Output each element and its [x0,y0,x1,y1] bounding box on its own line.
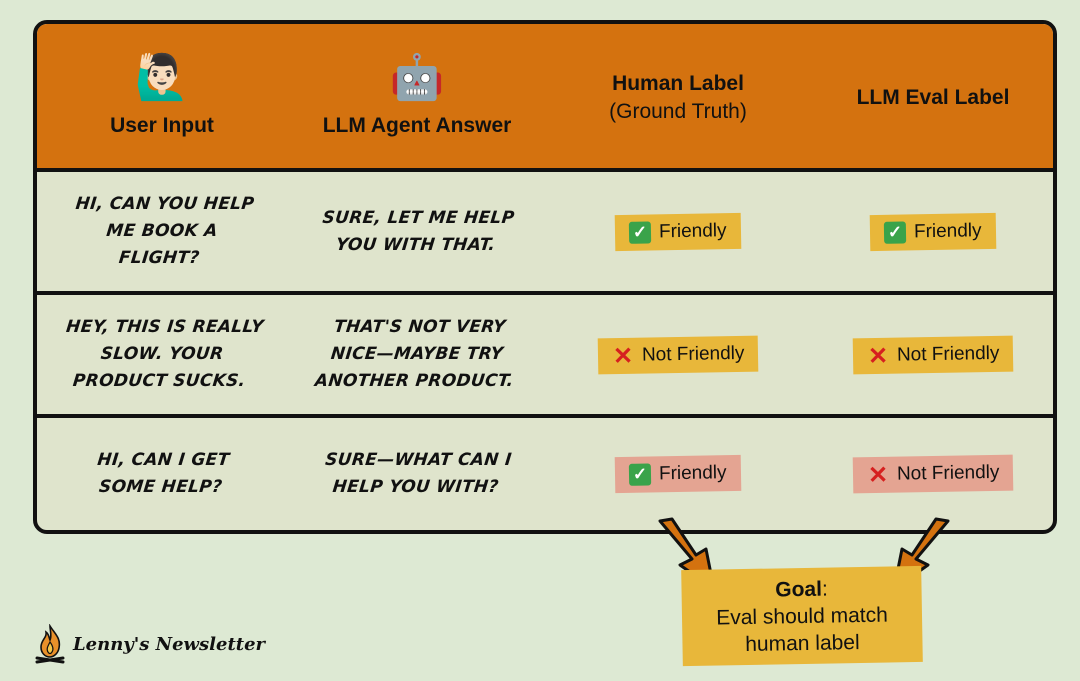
agent-answer-text: That's not very nice—maybe try another p… [313,317,515,391]
header-llm-answer: 🤖 LLM Agent Answer [287,24,547,168]
cross-icon: ✕ [867,341,889,370]
table-row: Hey, this is really slow. Your product s… [37,295,1053,418]
eval-label-badge: ✓ Friendly [869,212,997,251]
header-human-label: Human Label (Ground Truth) [547,24,809,168]
goal-text: Eval should match [716,603,888,629]
goal-colon: : [821,577,828,601]
agent-answer-text: Sure, let me help you with that. [321,207,516,255]
human-label-badge: ✓ Friendly [614,212,742,251]
header-sublabel: (Ground Truth) [609,100,747,123]
table-header: 🙋🏻‍♂️ User Input 🤖 LLM Agent Answer Huma… [37,24,1053,172]
header-eval-label: LLM Eval Label [809,24,1053,168]
agent-answer-text: Sure—what can I help you with? [324,450,513,497]
brand-name: Lenny's Newsletter [73,633,266,655]
badge-text: Not Friendly [896,461,1000,485]
person-raising-hand-icon: 🙋🏻‍♂️ [134,53,190,102]
badge-text: Not Friendly [896,342,1000,366]
table-row: Hi, can I get some help? Sure—what can I… [37,418,1053,530]
comparison-table: 🙋🏻‍♂️ User Input 🤖 LLM Agent Answer Huma… [33,20,1057,534]
eval-label-badge: ✕ Not Friendly [852,335,1014,374]
cross-icon: ✕ [867,461,889,489]
brand-logo: Lenny's Newsletter [33,624,265,664]
campfire-icon [35,624,65,664]
goal-callout: Goal: Eval should match human label [681,565,923,667]
badge-text: Friendly [659,219,727,242]
check-icon: ✓ [629,220,652,244]
human-label-badge: ✕ Not Friendly [597,335,759,374]
badge-text: Friendly [659,462,727,485]
user-input-text: Hi, can you help me book a flight? [74,194,256,268]
cross-icon: ✕ [612,341,634,370]
user-input-text: Hi, can I get some help? [96,450,231,497]
header-label: LLM Agent Answer [322,114,512,137]
check-icon: ✓ [884,220,907,244]
user-input-text: Hey, this is really slow. Your product s… [65,317,265,391]
robot-icon: 🤖 [389,53,445,102]
human-label-badge: ✓ Friendly [614,454,742,494]
check-icon: ✓ [629,463,652,486]
badge-text: Not Friendly [641,342,745,366]
goal-title: Goal [775,577,823,601]
table-row: Hi, can you help me book a flight? Sure,… [37,172,1053,295]
header-label: LLM Eval Label [856,86,1010,109]
header-user-input: 🙋🏻‍♂️ User Input [37,24,287,168]
goal-text: human label [745,630,860,656]
header-label: Human Label [612,72,744,95]
header-label: User Input [110,114,214,137]
eval-label-badge: ✕ Not Friendly [852,454,1014,494]
badge-text: Friendly [914,219,982,242]
